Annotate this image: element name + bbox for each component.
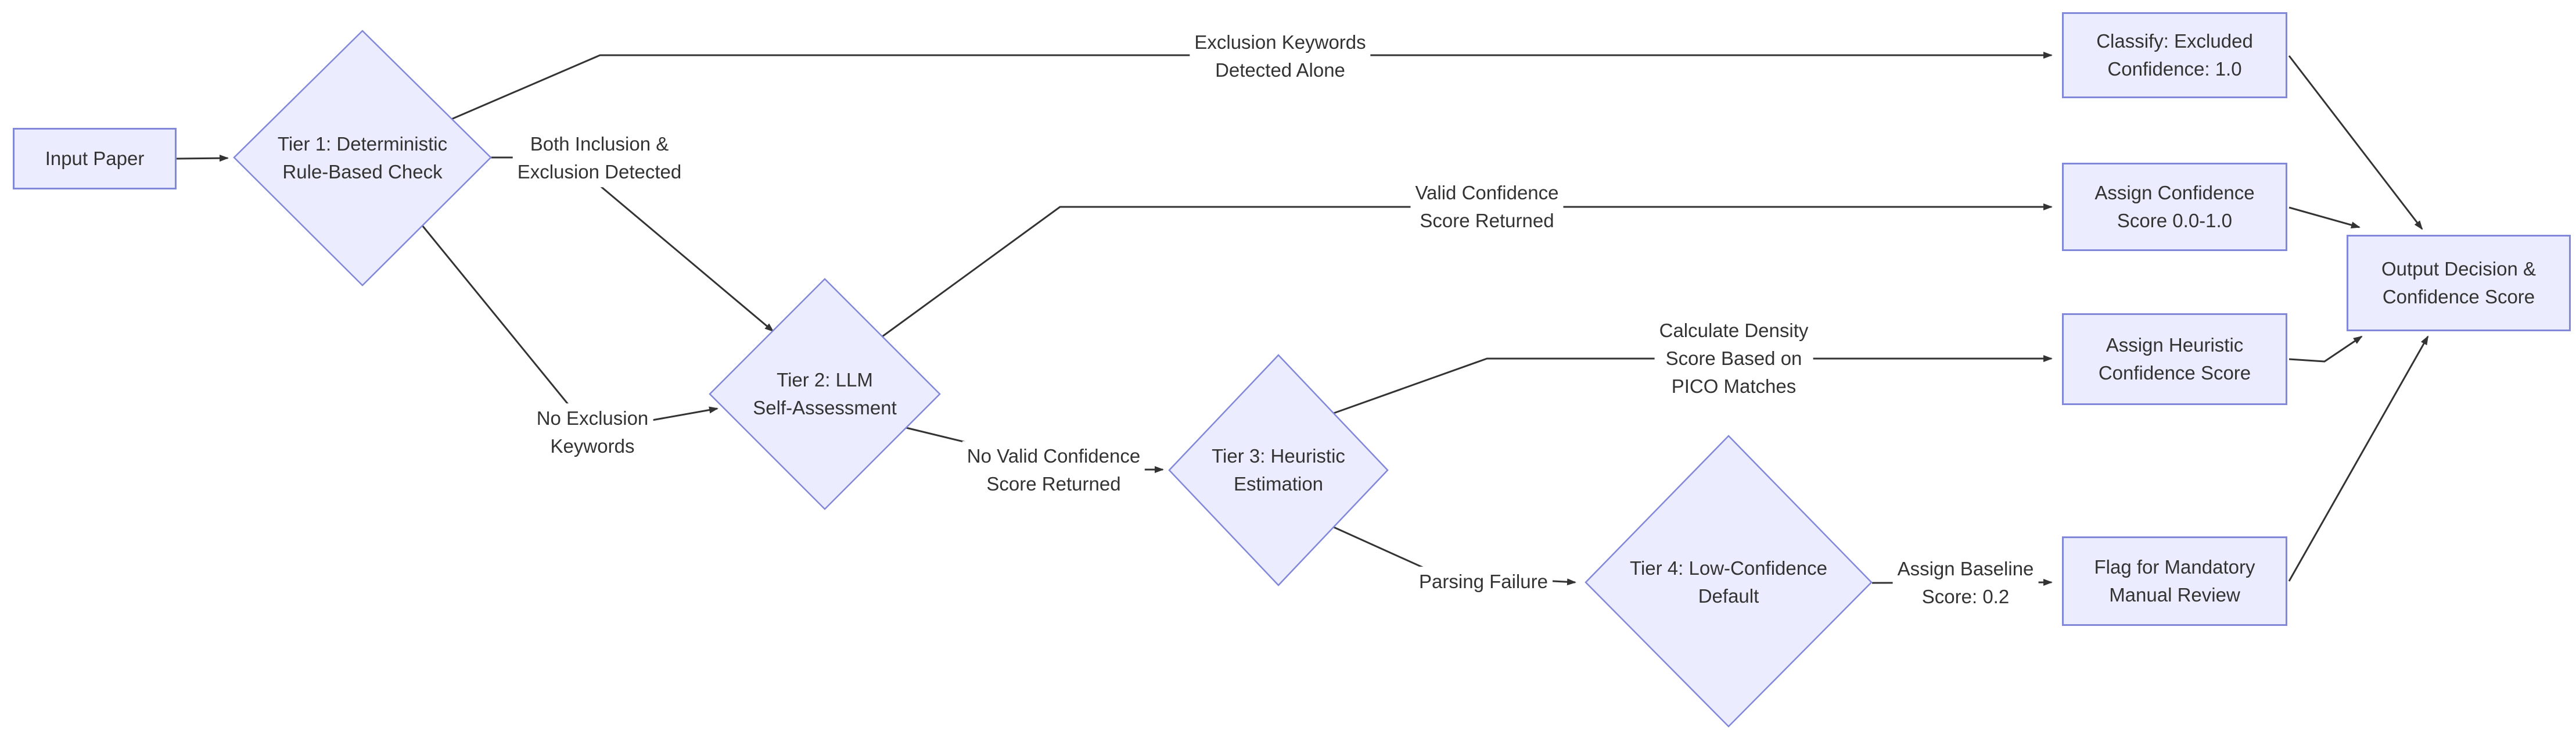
node-classify-excluded: Classify: Excluded Confidence: 1.0 (2062, 12, 2287, 98)
node-flag-manual-review: Flag for Mandatory Manual Review (2062, 536, 2287, 626)
node-output-decision: Output Decision & Confidence Score (2347, 235, 2571, 331)
edge-label-parsing-failure: Parsing Failure (1414, 567, 1553, 597)
edge-label-assign-baseline-score: Assign Baseline Score: 0.2 (1892, 554, 2039, 612)
edge-input-to-tier1 (176, 155, 229, 162)
edge-label-calculate-density-score: Calculate Density Score Based on PICO Ma… (1654, 316, 1813, 402)
node-assign-heuristic: Assign Heuristic Confidence Score (2062, 313, 2287, 405)
edge-classify-to-output (2288, 55, 2423, 230)
node-assign-confidence-label: Assign Confidence Score 0.0-1.0 (2094, 182, 2255, 231)
node-input-paper-label: Input Paper (45, 148, 145, 170)
node-tier3-shape (1168, 354, 1389, 586)
node-flag-manual-review-label: Flag for Mandatory Manual Review (2094, 556, 2255, 606)
edge-assign-heuristic-to-output (2288, 335, 2363, 363)
edge-tier3-to-assign-heuristic (1333, 355, 2053, 414)
node-output-decision-label: Output Decision & Confidence Score (2381, 258, 2536, 307)
node-assign-heuristic-label: Assign Heuristic Confidence Score (2098, 334, 2251, 384)
node-tier2-shape (709, 278, 941, 510)
edge-label-no-exclusion-keywords: No Exclusion Keywords (531, 403, 653, 461)
edge-tier1-to-tier2-no-exclusion (421, 225, 718, 432)
edge-tier2-to-assign-confidence (882, 203, 2053, 338)
node-tier1-shape (233, 30, 492, 287)
edge-label-no-valid-confidence-score: No Valid Confidence Score Returned (962, 441, 1145, 499)
node-input-paper: Input Paper (13, 128, 177, 189)
node-classify-excluded-label: Classify: Excluded Confidence: 1.0 (2096, 30, 2253, 80)
edge-label-exclusion-keywords-alone: Exclusion Keywords Detected Alone (1190, 27, 1371, 85)
edge-assign-confidence-to-output (2288, 206, 2361, 228)
node-assign-confidence: Assign Confidence Score 0.0-1.0 (2062, 163, 2287, 251)
edge-label-valid-confidence-score: Valid Confidence Score Returned (1410, 178, 1564, 236)
edge-tier1-to-classify-excluded (450, 52, 2053, 121)
edge-label-both-inclusion-exclusion: Both Inclusion & Exclusion Detected (512, 129, 687, 187)
edge-flag-manual-to-output (2288, 335, 2429, 582)
node-tier4-shape (1585, 435, 1873, 728)
